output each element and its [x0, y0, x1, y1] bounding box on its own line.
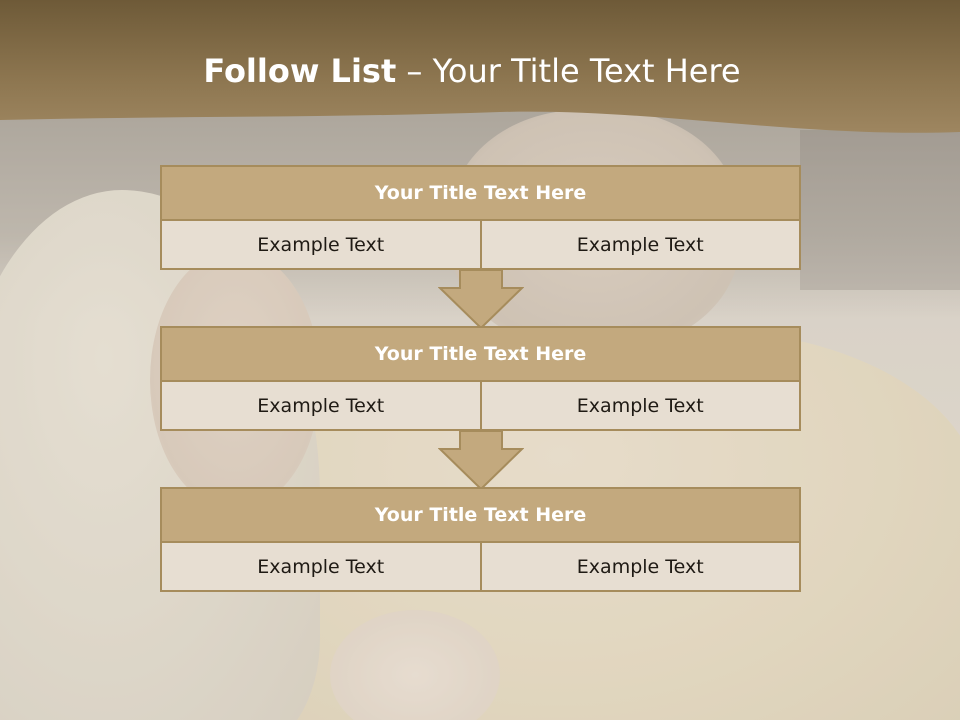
step-title: Your Title Text Here [160, 165, 801, 221]
down-arrow-1 [438, 270, 524, 330]
step-cell-right: Example Text [481, 382, 801, 431]
step-cell-left: Example Text [160, 543, 482, 592]
step-title: Your Title Text Here [160, 487, 801, 543]
slide-title-rest: – Your Title Text Here [406, 52, 741, 90]
slide-title: Follow List – Your Title Text Here [0, 52, 944, 90]
step-row: Example Text Example Text [160, 221, 801, 270]
step-box-3: Your Title Text Here Example Text Exampl… [160, 487, 801, 592]
step-cell-right: Example Text [481, 221, 801, 270]
step-title: Your Title Text Here [160, 326, 801, 382]
step-box-2: Your Title Text Here Example Text Exampl… [160, 326, 801, 431]
photo-background-detail [800, 130, 960, 290]
step-row: Example Text Example Text [160, 543, 801, 592]
header-band [0, 0, 960, 133]
step-cell-left: Example Text [160, 382, 482, 431]
photo-hand [330, 610, 500, 720]
step-cell-left: Example Text [160, 221, 482, 270]
step-row: Example Text Example Text [160, 382, 801, 431]
down-arrow-2 [438, 431, 524, 491]
slide-title-strong: Follow List [203, 52, 397, 90]
step-cell-right: Example Text [481, 543, 801, 592]
step-box-1: Your Title Text Here Example Text Exampl… [160, 165, 801, 270]
